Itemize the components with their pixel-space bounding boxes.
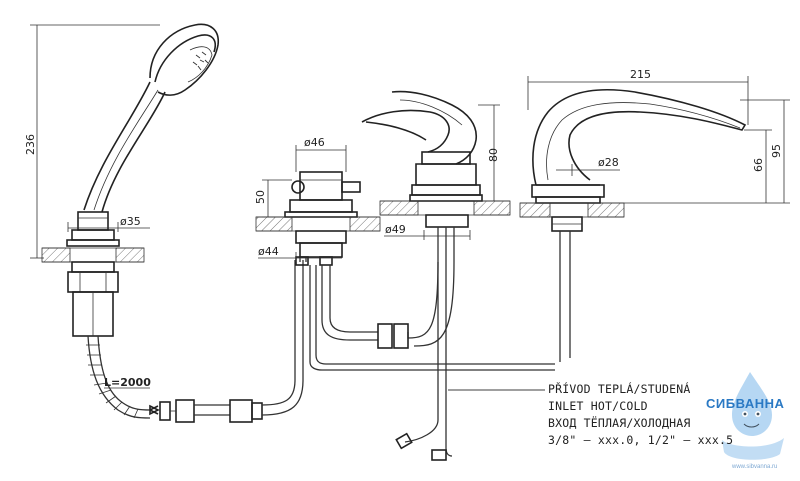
dim-50: 50 [254,179,292,218]
inlet-label-line2: INLET HOT/COLD [548,399,648,413]
dim-o46-text: ø46 [304,136,325,149]
mixer [361,90,511,461]
dim-236: 236 [24,24,160,259]
dim-o35-text: ø35 [120,215,141,228]
watermark-url: www.sibvanna.ru [732,464,778,470]
inlet-label-line3: ВХОД ТЁПЛАЯ/ХОЛОДНАЯ [548,416,691,430]
inlet-label-line1: PŘÍVOD TEPLÁ/STUDENÁ [548,382,691,396]
dim-o44: ø44 [258,245,342,262]
dim-80-text: 80 [487,148,500,162]
dim-95-text: 95 [770,144,783,158]
dim-95: 95 [740,99,790,204]
dim-80: 80 [478,104,500,202]
dim-o49: ø49 [384,223,471,240]
dim-236-text: 236 [24,134,37,155]
dim-50-text: 50 [254,190,267,204]
dim-215-text: 215 [630,68,651,81]
dim-o44-text: ø44 [258,245,279,258]
hose-length-text: L=2000 [104,376,151,389]
dim-o49-text: ø49 [385,223,406,236]
watermark-brand: СИБВАННА [706,396,785,411]
dim-66-text: 66 [752,158,765,172]
dim-o46: ø46 [295,136,347,172]
dim-66: 66 [624,129,772,204]
dim-o28: ø28 [556,156,620,176]
inlet-label-line4: 3/8" – xxx.0, 1/2" – xxx.5 [548,433,734,447]
watermark-logo [722,372,784,460]
spout [519,89,747,362]
dim-215: 215 [527,68,749,125]
dim-o35: ø35 [67,215,150,232]
diverter [255,171,555,371]
hand-shower [41,23,304,423]
dim-o28-text: ø28 [598,156,619,169]
